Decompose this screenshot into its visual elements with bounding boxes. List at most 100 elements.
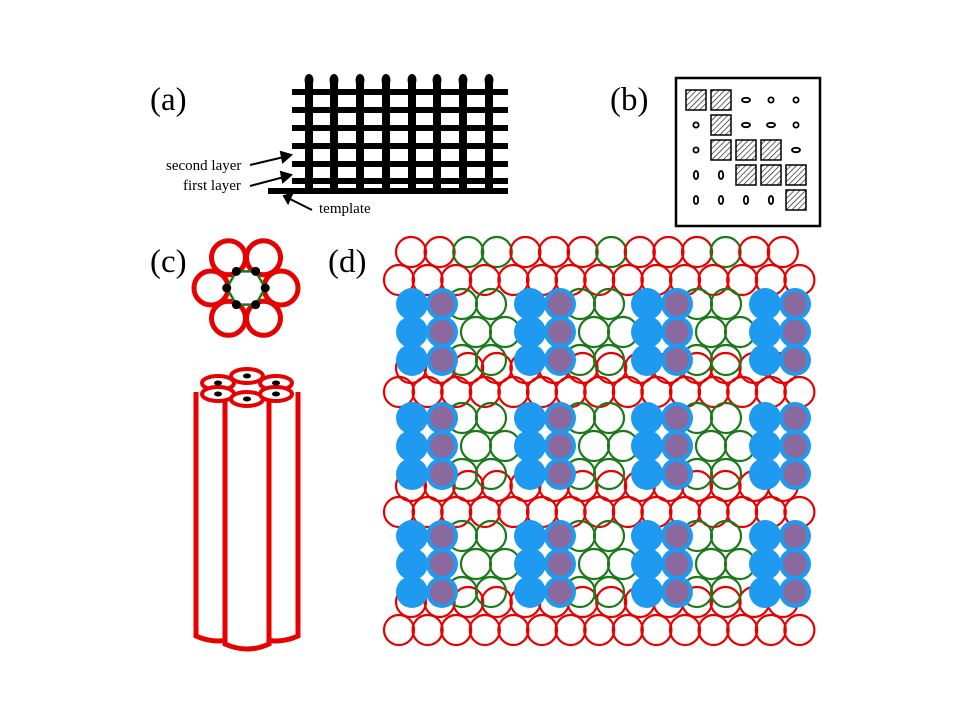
- purple-particle: [430, 462, 454, 486]
- ring-particle: [468, 375, 501, 409]
- ring-particle: [583, 613, 616, 647]
- ring-particle: [595, 235, 628, 269]
- ring-particle: [680, 235, 714, 269]
- purple-particle: [548, 580, 572, 604]
- purple-particle: [665, 292, 689, 316]
- blue-particle: [514, 288, 546, 320]
- hatched-cell: [710, 139, 732, 161]
- black-node: [251, 266, 261, 276]
- ring-particle: [525, 613, 559, 647]
- grid-dot: [741, 96, 751, 104]
- ring-particle: [509, 235, 542, 269]
- grid-dot: [692, 121, 700, 129]
- ring-particle: [497, 375, 530, 409]
- green-ring-particle: [459, 429, 493, 463]
- ring-particle: [411, 263, 444, 297]
- blue-particle: [631, 430, 663, 462]
- panel-a: (a) second layer first layer template: [150, 74, 508, 217]
- purple-particle: [665, 524, 689, 548]
- ring-particle: [480, 585, 513, 619]
- ring-particle: [394, 235, 428, 269]
- green-ring-particle: [709, 287, 743, 321]
- ring-particle: [726, 613, 759, 647]
- ring-particle: [440, 263, 473, 297]
- blue-particle: [631, 576, 663, 608]
- blue-particle: [396, 288, 428, 320]
- ring-particle: [497, 263, 530, 297]
- blue-particle: [396, 458, 428, 490]
- rod-end: [458, 74, 468, 86]
- purple-particle: [548, 348, 572, 372]
- purple-particle: [665, 406, 689, 430]
- black-node: [231, 266, 241, 276]
- blue-particle: [514, 430, 546, 462]
- ring-particle: [726, 263, 759, 297]
- ring-particle: [623, 235, 656, 269]
- purple-particle: [783, 320, 807, 344]
- ring-particle: [554, 613, 587, 647]
- ring-particle: [595, 469, 628, 503]
- ring-particle: [754, 613, 787, 647]
- second-layer-label: second layer: [166, 158, 241, 174]
- hexagonal-ring: [191, 238, 301, 338]
- blue-particle: [514, 402, 546, 434]
- purple-particle: [548, 524, 572, 548]
- green-ring-particle: [577, 429, 611, 463]
- black-node: [214, 391, 222, 397]
- blue-particle: [749, 576, 781, 608]
- panel-b: (b): [610, 76, 822, 228]
- blue-particle: [514, 316, 546, 348]
- green-ring-particle: [474, 575, 508, 609]
- purple-particle: [430, 406, 454, 430]
- blue-particle: [631, 288, 663, 320]
- blue-particle: [396, 316, 428, 348]
- purple-particle: [430, 524, 454, 548]
- black-node: [251, 300, 261, 310]
- ring-particle: [497, 613, 530, 647]
- panel-b-label: (b): [610, 82, 648, 118]
- blue-particle: [749, 402, 781, 434]
- rod-end: [381, 74, 391, 86]
- first-layer-bar: [292, 178, 508, 184]
- blue-particle: [749, 344, 781, 376]
- ring-particle: [766, 235, 799, 269]
- vertical-rod: [433, 78, 441, 192]
- rod-end: [407, 74, 417, 86]
- ring-particle: [566, 235, 599, 269]
- template-label: template: [319, 201, 371, 217]
- horizontal-bar: [292, 143, 508, 149]
- ring-particle: [468, 263, 501, 297]
- ring-particle: [468, 495, 501, 529]
- ring-particle: [595, 585, 628, 619]
- blue-particle: [631, 458, 663, 490]
- blue-particle: [749, 430, 781, 462]
- grid-dot: [692, 146, 700, 154]
- panel-d-label: (d): [328, 244, 366, 280]
- hatched-cell: [760, 139, 782, 161]
- blue-particle: [631, 316, 663, 348]
- black-node: [260, 283, 270, 293]
- purple-particle: [548, 462, 572, 486]
- ring-particle: [726, 375, 759, 409]
- ring-particle: [783, 613, 816, 647]
- ring-particle: [440, 613, 473, 647]
- blue-particle: [749, 548, 781, 580]
- vertical-rod: [330, 78, 338, 192]
- blue-particle: [396, 548, 428, 580]
- purple-particle: [430, 292, 454, 316]
- blue-particle: [749, 520, 781, 552]
- blue-particle: [631, 344, 663, 376]
- purple-particle: [783, 552, 807, 576]
- green-ring-particle: [474, 519, 508, 553]
- purple-particle: [665, 348, 689, 372]
- green-ring-particle: [694, 315, 728, 349]
- rod-end: [329, 74, 339, 86]
- grid-dot: [767, 96, 775, 104]
- purple-particle: [665, 434, 689, 458]
- grid-dot: [792, 121, 800, 129]
- ring-particle: [709, 469, 742, 503]
- blue-particle: [631, 520, 663, 552]
- purple-particle: [783, 462, 807, 486]
- vertical-rod: [356, 78, 364, 192]
